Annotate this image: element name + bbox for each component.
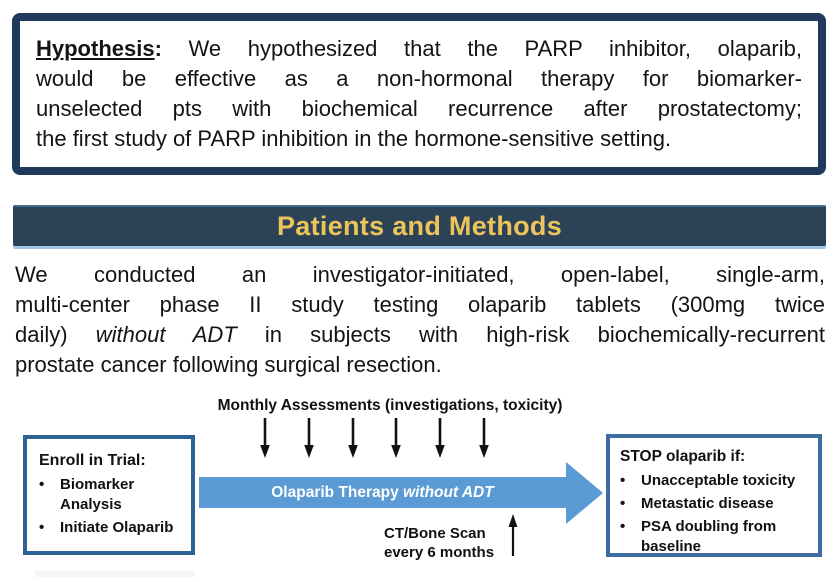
bullet-icon <box>620 494 641 514</box>
assessment-down-arrow-icon <box>391 418 402 458</box>
methods-text-3: daily) without ADT in subjects with high… <box>15 320 825 350</box>
stop-box-item-text: PSA doubling from baseline <box>641 518 777 555</box>
methods-text-2: multi-center phase II study testing olap… <box>15 292 825 317</box>
scan-label-line-2: every 6 months <box>384 544 495 561</box>
hypothesis-text-4: the first study of PARP inhibition in th… <box>36 126 672 151</box>
section-banner: Patients and Methods <box>13 205 826 246</box>
enroll-box-item-text: Biomarker Analysis <box>60 476 135 513</box>
therapy-flow-arrowhead-icon <box>566 462 603 524</box>
hypothesis-box: Hypothesis: We hypothesized that the PAR… <box>12 13 826 175</box>
hypothesis-line-1: Hypothesis: We hypothesized that the PAR… <box>36 34 802 64</box>
stop-box-item: PSA doubling from baseline <box>620 517 812 557</box>
assessment-down-arrow-icon <box>435 418 445 458</box>
stop-box-item: Unacceptable toxicity <box>620 471 812 491</box>
stop-box-item-text: Metastatic disease <box>641 495 774 512</box>
stop-box-title: STOP olaparib if: <box>620 448 746 465</box>
hypothesis-text-2: would be effective as a non-hormonal the… <box>36 66 802 91</box>
section-title: Patients and Methods <box>276 211 563 241</box>
assessment-down-arrow-icon <box>347 418 358 458</box>
assessment-arrows <box>258 418 491 458</box>
stop-box: STOP olaparib if: Unacceptable toxicity … <box>606 434 822 557</box>
hypothesis-text-3: unselected pts with biochemical recurren… <box>36 96 802 121</box>
enroll-box-item-text: Initiate Olaparib <box>60 519 174 536</box>
bullet-icon <box>39 475 60 515</box>
methods-text-1: We conducted an investigator-initiated, … <box>15 262 825 287</box>
enroll-box: Enroll in Trial: Biomarker Analysis Init… <box>23 435 195 555</box>
bullet-icon <box>39 518 60 538</box>
methods-text-3-italic: without ADT <box>95 322 237 347</box>
therapy-arrow-label-italic: without ADT <box>403 483 494 501</box>
methods-text-4: prostate cancer following surgical resec… <box>15 352 442 377</box>
therapy-arrow-label: Olaparib Therapy without ADT <box>271 484 493 502</box>
therapy-flow-arrow: Olaparib Therapy without ADT <box>199 477 566 508</box>
stop-box-item: Metastatic disease <box>620 494 812 514</box>
monthly-assessments-label: Monthly Assessments (investigations, tox… <box>217 397 563 414</box>
faint-artifact-strip <box>35 570 195 577</box>
hypothesis-colon: : <box>154 36 162 61</box>
enroll-box-item: Biomarker Analysis <box>39 475 183 515</box>
hypothesis-label: Hypothesis <box>36 36 155 61</box>
scan-up-arrow <box>506 514 520 561</box>
bullet-icon <box>620 471 641 491</box>
scan-up-arrow-icon <box>508 514 518 556</box>
scan-label: CT/Bone Scan every 6 months <box>384 524 494 562</box>
therapy-arrow-label-text: Olaparib Therapy <box>271 483 404 501</box>
enroll-box-title: Enroll in Trial: <box>39 452 146 469</box>
enroll-box-item: Initiate Olaparib <box>39 518 183 538</box>
methods-text-3-post: in subjects with high-risk biochemically… <box>236 322 825 347</box>
hypothesis-text-1: We hypothesized that the PARP inhibitor,… <box>161 36 802 61</box>
assessment-down-arrow-icon <box>479 418 489 458</box>
assessment-down-arrow-icon <box>303 418 314 458</box>
stop-box-item-text: Unacceptable toxicity <box>641 472 796 489</box>
methods-text-3-pre: daily) <box>15 322 96 347</box>
assessment-down-arrow-icon <box>260 418 270 458</box>
bullet-icon <box>620 517 641 557</box>
scan-label-line-1: CT/Bone Scan <box>384 525 486 542</box>
methods-paragraph: We conducted an investigator-initiated, … <box>15 260 825 380</box>
